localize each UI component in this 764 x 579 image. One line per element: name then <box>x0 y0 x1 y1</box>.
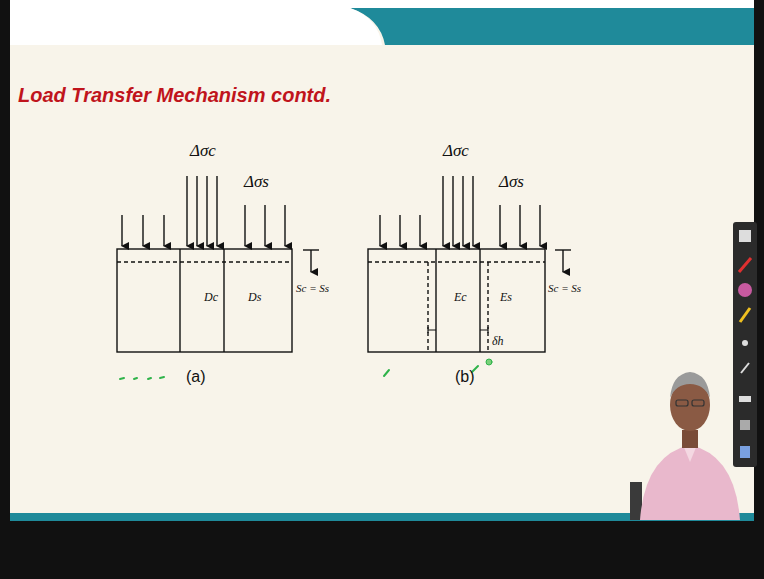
soil-cell: Ec <box>436 262 480 352</box>
stress-symbol: Δσc <box>443 141 469 161</box>
cell-label: Ec <box>454 290 467 305</box>
gap-label: δh <box>492 334 504 349</box>
soil-cell: Ds <box>224 262 292 352</box>
settlement-label: Sc = Ss <box>548 282 581 294</box>
figure-caption: (a) <box>186 368 206 386</box>
cell-label: Es <box>500 290 512 305</box>
settlement-label: Sc = Ss <box>296 282 329 294</box>
soil-cell: Es <box>480 262 545 352</box>
cell-label: Ds <box>248 290 261 305</box>
stress-symbol: Δσs <box>499 172 524 192</box>
cell-label: Dc <box>204 290 218 305</box>
stress-symbol: Δσc <box>190 141 216 161</box>
stress-symbol: Δσs <box>244 172 269 192</box>
slide-title: Load Transfer Mechanism contd. <box>18 84 331 107</box>
soil-cell: Dc <box>180 262 224 352</box>
figure-caption: (b) <box>455 368 475 386</box>
